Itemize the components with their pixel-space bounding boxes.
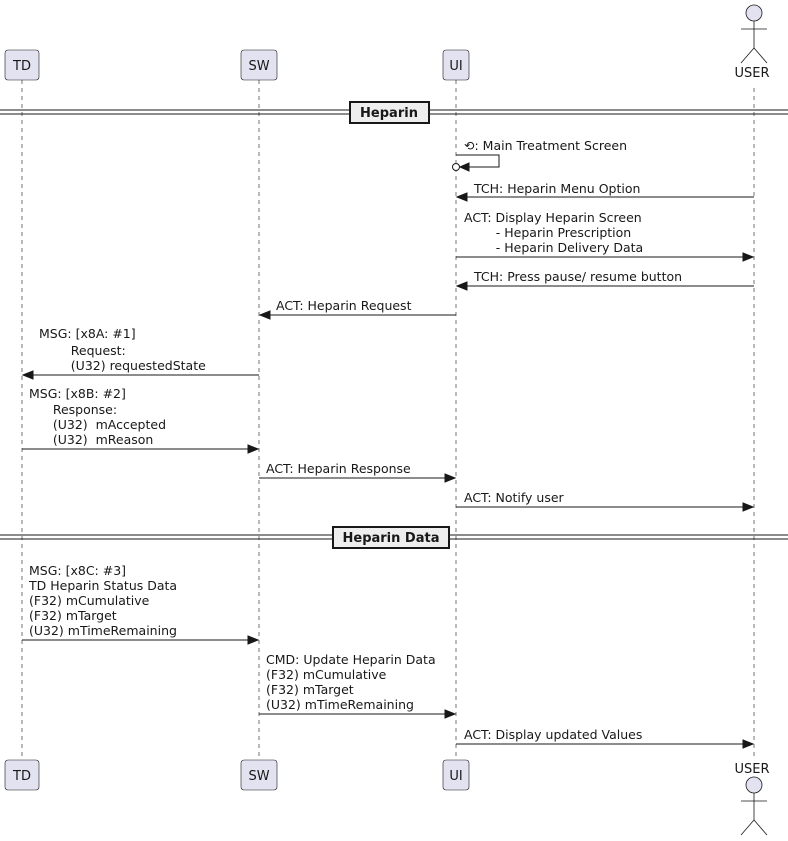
message-label: (U32) mTimeRemaining: [266, 697, 414, 712]
message-label: (F32) mTarget: [266, 682, 354, 697]
message-label: (U32) mAccepted: [29, 417, 166, 432]
message-label: ACT: Display updated Values: [464, 727, 642, 742]
participant-sw-label: SW: [248, 769, 269, 784]
message-label: TD Heparin Status Data: [28, 578, 177, 593]
message-label: Response:: [29, 402, 117, 417]
participant-sw-bottom: SW: [240, 759, 278, 791]
message-display-heparin-screen: ACT: Display Heparin Screen - Heparin Pr…: [456, 210, 755, 262]
participant-user-label: USER: [734, 762, 769, 777]
participant-ui-top: UI: [442, 49, 470, 81]
participant-ui-bottom: UI: [442, 759, 470, 791]
divider-heparin-data-label: Heparin Data: [343, 531, 440, 546]
message-notify-user: ACT: Notify user: [456, 490, 755, 512]
message-label: (F32) mCumulative: [29, 593, 150, 608]
message-label: Request:: [39, 343, 126, 358]
divider-heparin-label: Heparin: [360, 106, 418, 121]
message-label: CMD: Update Heparin Data: [266, 652, 436, 667]
divider-heparin-data: Heparin Data: [0, 526, 788, 549]
message-label: (F32) mTarget: [29, 608, 117, 623]
message-update-heparin-data: CMD: Update Heparin Data (F32) mCumulati…: [259, 652, 457, 719]
message-msg-x8c: MSG: [x8C: #3] TD Heparin Status Data (F…: [22, 563, 260, 645]
message-label: MSG: [x8C: #3]: [29, 563, 126, 578]
participant-ui-label: UI: [449, 59, 462, 74]
message-label: ⟲: Main Treatment Screen: [464, 138, 627, 153]
participant-sw-label: SW: [248, 59, 269, 74]
message-main-treatment-screen: ⟲: Main Treatment Screen: [452, 138, 627, 172]
message-heparin-menu-option: TCH: Heparin Menu Option: [455, 181, 754, 202]
participant-td-label: TD: [12, 59, 31, 74]
message-msg-x8b: MSG: [x8B: #2] Response: (U32) mAccepted…: [22, 386, 260, 454]
message-label: MSG: [x8A: #1]: [39, 326, 136, 341]
message-heparin-response: ACT: Heparin Response: [259, 461, 457, 483]
message-label: MSG: [x8B: #2]: [29, 386, 126, 401]
message-label: (U32) requestedState: [39, 358, 206, 373]
message-label: (U32) mTimeRemaining: [29, 623, 177, 638]
divider-heparin: Heparin: [0, 101, 788, 124]
message-label: - Heparin Prescription: [464, 225, 631, 240]
message-label: ACT: Display Heparin Screen: [464, 210, 642, 225]
actor-icon: [740, 4, 768, 64]
participant-td-bottom: TD: [4, 759, 40, 791]
message-label: ACT: Heparin Response: [266, 461, 411, 476]
actor-icon: [740, 776, 768, 836]
participant-user-label: USER: [734, 66, 769, 81]
message-label: - Heparin Delivery Data: [464, 240, 643, 255]
participant-sw-top: SW: [240, 49, 278, 81]
message-label: ACT: Heparin Request: [276, 298, 412, 313]
participant-user-top: USER: [734, 4, 770, 81]
participant-ui-label: UI: [449, 769, 462, 784]
participant-td-label: TD: [12, 769, 31, 784]
message-msg-x8a: MSG: [x8A: #1] Request: (U32) requestedS…: [21, 326, 259, 380]
message-display-updated-values: ACT: Display updated Values: [456, 727, 755, 749]
message-label: ACT: Notify user: [464, 490, 565, 505]
participant-user-bottom: USER: [734, 762, 770, 836]
message-heparin-request: ACT: Heparin Request: [258, 298, 456, 320]
message-label: (F32) mCumulative: [266, 667, 387, 682]
message-label: (U32) mReason: [29, 432, 153, 447]
message-press-pause-resume: TCH: Press pause/ resume button: [455, 269, 754, 291]
message-label: TCH: Press pause/ resume button: [473, 269, 682, 284]
message-label: TCH: Heparin Menu Option: [473, 181, 640, 196]
participant-td-top: TD: [4, 49, 40, 81]
